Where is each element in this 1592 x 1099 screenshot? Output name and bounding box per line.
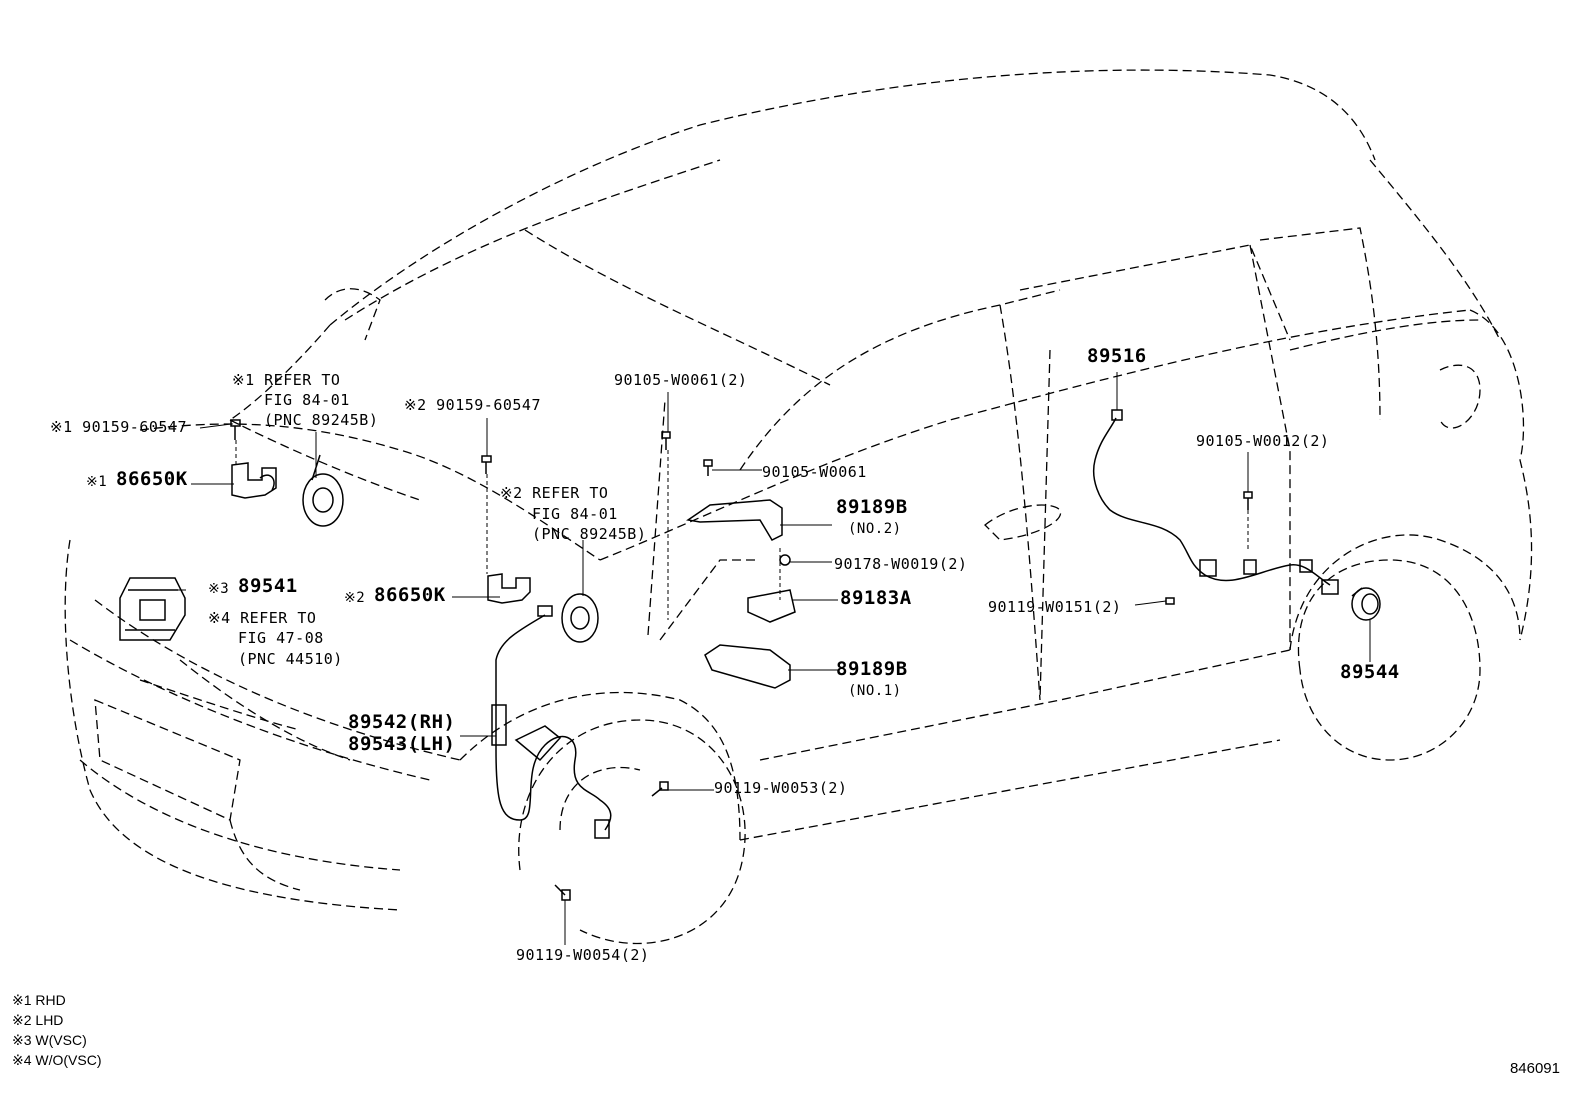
refer-note-44510-line3: (PNC 44510) (238, 650, 343, 668)
horn-rhd-icon (302, 454, 344, 527)
part-label-90119-w0053: 90119-W0053(2) (714, 779, 848, 797)
refer-note-44510-line1: ※4 REFER TO (208, 609, 317, 627)
part-label-86650k-lhd: 86650K (374, 584, 446, 606)
part-label-90105-w0012: 90105-W0012(2) (1196, 432, 1330, 450)
bolt-90119-w0053-icon (651, 781, 669, 797)
rear-sensor-ring-89544-icon (1351, 587, 1381, 621)
bolt-90105-w0061-icon (703, 459, 713, 476)
part-label-89544: 89544 (1340, 661, 1400, 683)
rear-speed-sensor-wire-icon (1093, 409, 1339, 595)
bolt-90159-rhd-icon (230, 419, 241, 440)
refer-note-rhd-line3: (PNC 89245B) (264, 411, 379, 429)
horn-lhd-icon (561, 593, 599, 643)
bolt-90105-w0061-2-icon (661, 431, 671, 450)
refer-note-44510-line2: FIG 47-08 (238, 629, 324, 647)
part-label-89541: 89541 (238, 575, 298, 597)
bracket-89189b-no1-icon (704, 644, 791, 689)
refer-note-rhd-line2: FIG 84-01 (264, 391, 350, 409)
part-label-86650k-rhd-mark: ※1 (86, 474, 108, 490)
bolt-90119-w0151-icon (1165, 597, 1175, 605)
part-label-90119-w0151: 90119-W0151(2) (988, 598, 1122, 616)
part-label-89183a: 89183A (840, 587, 912, 609)
vehicle-phantom-outline (64, 69, 1533, 944)
leader-lines (160, 372, 1371, 945)
refer-note-rhd-line1: ※1 REFER TO (232, 371, 341, 389)
legend-item-w-vsc: ※3 W(VSC) (12, 1032, 87, 1048)
part-label-86650k-lhd-mark: ※2 (344, 590, 366, 606)
component-sketches (119, 409, 1381, 901)
part-label-89516: 89516 (1087, 345, 1147, 367)
front-speed-sensor-wire-icon (491, 605, 612, 839)
bracket-86650k-rhd-icon (231, 462, 277, 499)
bolt-90105-w0012-icon (1243, 491, 1253, 510)
bracket-89189b-no2-icon (686, 499, 783, 541)
refer-note-lhd-line3: (PNC 89245B) (532, 525, 647, 543)
legend-item-wo-vsc: ※4 W/O(VSC) (12, 1052, 102, 1068)
part-label-90105-w0061-2: 90105-W0061(2) (614, 371, 748, 389)
ecu-89183a-icon (747, 589, 796, 623)
legend-item-rhd: ※1 RHD (12, 992, 66, 1008)
part-label-90105-w0061: 90105-W0061 (762, 463, 867, 481)
part-label-90159-60547-rhd: ※1 90159-60547 (50, 418, 187, 436)
figure-number: 846091 (1509, 1060, 1560, 1077)
part-label-89189b-no1-sub: (NO.1) (848, 683, 902, 699)
part-label-89543-lh: 89543(LH) (348, 733, 456, 755)
refer-note-lhd-line1: ※2 REFER TO (500, 484, 609, 502)
part-label-89189b-no2-sub: (NO.2) (848, 521, 902, 537)
part-label-89189b-no1: 89189B (836, 658, 908, 680)
part-label-90159-60547-lhd: ※2 90159-60547 (404, 396, 541, 414)
part-label-89541-mark: ※3 (208, 581, 230, 597)
part-label-89189b-no2: 89189B (836, 496, 908, 518)
footnote-legend: ※1 RHD ※2 LHD ※3 W(VSC) ※4 W/O(VSC) (12, 990, 102, 1070)
part-label-86650k-rhd: 86650K (116, 468, 188, 490)
part-label-89542-rh: 89542(RH) (348, 711, 456, 733)
part-label-90178-w0019: 90178-W0019(2) (834, 555, 968, 573)
part-label-90119-w0054: 90119-W0054(2) (516, 946, 650, 964)
actuator-89541-icon (119, 577, 186, 641)
refer-note-lhd-line2: FIG 84-01 (532, 505, 618, 523)
bracket-86650k-lhd-icon (487, 573, 531, 604)
nut-90178-icon (779, 554, 791, 566)
legend-item-lhd: ※2 LHD (12, 1012, 64, 1028)
bolt-90159-lhd-icon (481, 455, 492, 474)
bolt-90119-w0054-icon (554, 884, 571, 901)
